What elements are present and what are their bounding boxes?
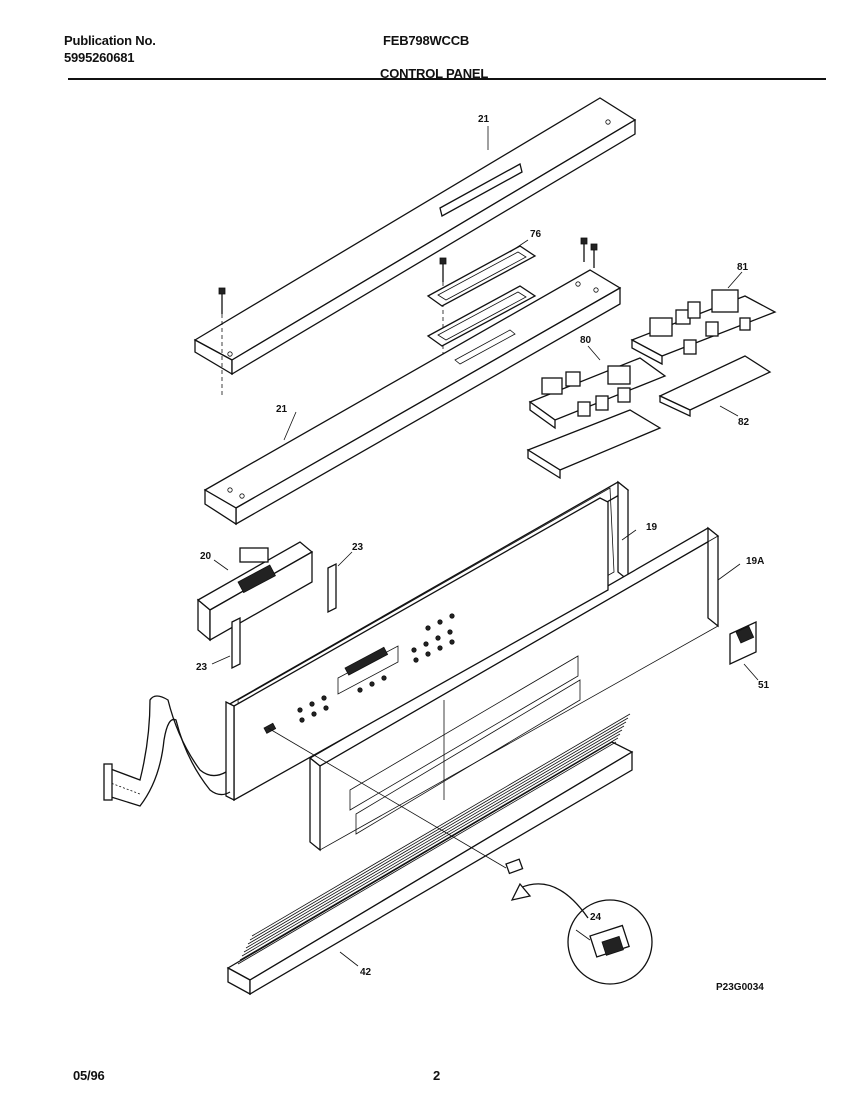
part-20-control-module bbox=[196, 541, 314, 642]
keypad-buttons bbox=[297, 613, 455, 723]
touch-control-panel bbox=[225, 497, 609, 802]
footer-date: 05/96 bbox=[73, 1068, 105, 1083]
callout-51: 51 bbox=[758, 680, 770, 691]
footer-page-number: 2 bbox=[433, 1068, 441, 1083]
callout-80: 80 bbox=[580, 335, 592, 346]
screw-icon bbox=[439, 257, 447, 282]
callout-19: 19 bbox=[646, 522, 658, 533]
part-42-vent-grille bbox=[226, 713, 634, 996]
panel-window-frame bbox=[349, 655, 581, 835]
callout-76: 76 bbox=[530, 229, 542, 240]
callout-42: 42 bbox=[360, 967, 372, 978]
callout-24: 24 bbox=[590, 912, 602, 923]
screw-icon bbox=[580, 237, 588, 262]
callout-23-top: 23 bbox=[352, 542, 364, 553]
wire-harness bbox=[103, 695, 231, 807]
part-80-tray bbox=[526, 409, 662, 480]
part-81-control-board bbox=[630, 271, 777, 366]
part-21-mid-rail bbox=[203, 269, 622, 526]
screw-icon bbox=[218, 287, 226, 314]
callout-21-mid: 21 bbox=[276, 404, 288, 415]
callout-82: 82 bbox=[738, 417, 750, 428]
callout-81: 81 bbox=[737, 262, 749, 273]
part-21-top-trim bbox=[193, 97, 637, 376]
diagram-id: P23G0034 bbox=[716, 982, 764, 993]
callout-23-bot: 23 bbox=[196, 662, 208, 673]
part-82-tray bbox=[658, 355, 772, 418]
model-number: FEB798WCCB bbox=[383, 33, 470, 48]
part-80-relay-board bbox=[528, 345, 667, 430]
callout-20: 20 bbox=[200, 551, 212, 562]
callout-21-top: 21 bbox=[478, 114, 490, 125]
publication-number: 5995260681 bbox=[64, 50, 135, 65]
part-76-gaskets bbox=[426, 239, 537, 347]
part-19A-glass-panel bbox=[308, 526, 741, 852]
callout-19A: 19A bbox=[746, 556, 764, 567]
header-rule bbox=[68, 78, 826, 80]
part-24-switch bbox=[267, 727, 653, 985]
publication-label: Publication No. bbox=[64, 33, 156, 48]
screw-icon bbox=[590, 243, 598, 268]
grille-slats bbox=[237, 713, 631, 965]
part-51-label bbox=[729, 620, 759, 681]
part-23-brackets bbox=[211, 551, 353, 670]
section-title: CONTROL PANEL bbox=[380, 66, 489, 81]
